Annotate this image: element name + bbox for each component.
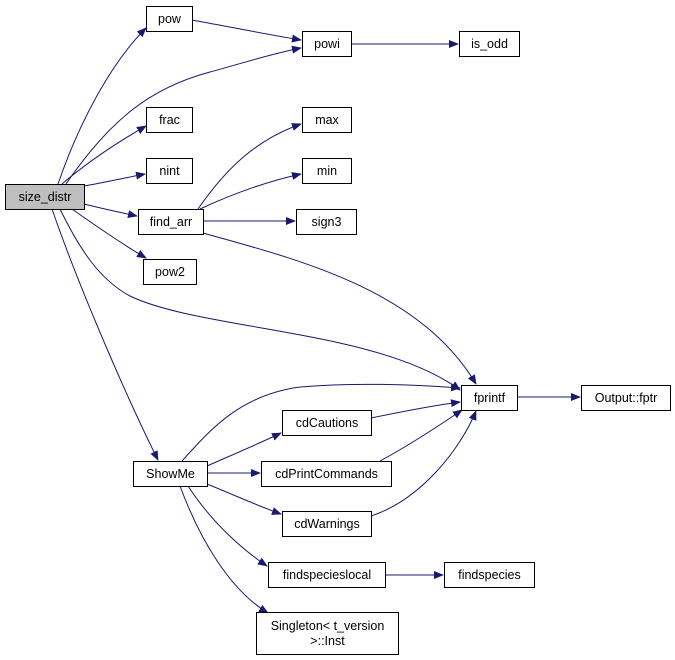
edge-ShowMe-to-cdWarnings — [206, 483, 282, 515]
edge-size_distr-to-find_arr — [83, 203, 138, 219]
node-label: fprintf — [474, 391, 506, 405]
edge-ShowMe-to-findspecieslocal — [187, 485, 268, 567]
node-output-fptr[interactable]: Output::fptr — [581, 385, 671, 411]
node-label: min — [317, 164, 337, 178]
node-sign3[interactable]: sign3 — [296, 209, 357, 235]
node-box[interactable] — [268, 562, 386, 588]
node-label: pow2 — [155, 265, 185, 279]
node-label: pow — [158, 12, 182, 26]
node-box[interactable] — [302, 158, 352, 184]
node-box[interactable] — [282, 511, 372, 537]
edge-size_distr-to-powi — [65, 45, 302, 185]
node-box[interactable] — [261, 461, 392, 487]
node-pow2[interactable]: pow2 — [143, 259, 197, 285]
edges-layer — [51, 19, 581, 614]
node-frac[interactable]: frac — [146, 107, 193, 133]
node-label: frac — [159, 113, 180, 127]
edge-size_distr-to-pow — [57, 27, 147, 185]
node-fprintf[interactable]: fprintf — [461, 385, 518, 411]
edge-size_distr-to-frac — [61, 125, 147, 185]
node-box[interactable] — [444, 562, 535, 588]
node-label: max — [315, 113, 339, 127]
edge-find_arr-to-min — [199, 172, 302, 210]
node-box[interactable] — [138, 209, 204, 235]
node-pow[interactable]: pow — [146, 6, 193, 32]
edge-size_distr-to-pow2 — [71, 208, 147, 259]
node-label: is_odd — [471, 37, 508, 51]
node-label: ShowMe — [146, 467, 195, 481]
edge-ShowMe-to-fprintf — [181, 383, 461, 462]
node-max[interactable]: max — [302, 107, 352, 133]
node-box[interactable] — [146, 107, 193, 133]
node-findspecies[interactable]: findspecies — [444, 562, 535, 588]
node-label: cdPrintCommands — [275, 467, 378, 481]
edge-pow-to-powi — [191, 19, 302, 43]
node-label: findspecies — [458, 568, 521, 582]
node-box[interactable] — [461, 385, 518, 411]
edge-size_distr-to-ShowMe — [51, 208, 159, 461]
edge-size_distr-to-fprintf — [59, 208, 461, 391]
node-label: sign3 — [312, 215, 342, 229]
node-cdWarnings[interactable]: cdWarnings — [282, 511, 372, 537]
node-box[interactable] — [146, 158, 193, 184]
node-find-arr[interactable]: find_arr — [138, 209, 204, 235]
node-box[interactable] — [256, 612, 399, 655]
edge-ShowMe-to-cdCautions — [206, 432, 282, 467]
node-box[interactable] — [146, 6, 193, 32]
node-box[interactable] — [459, 31, 520, 57]
node-box[interactable] — [5, 184, 85, 210]
node-powi[interactable]: powi — [302, 31, 352, 57]
node-label: cdWarnings — [294, 517, 360, 531]
edge-cdWarnings-to-fprintf — [370, 410, 477, 517]
node-box[interactable] — [133, 461, 208, 487]
node-box[interactable] — [282, 410, 372, 436]
edge-cdCautions-to-fprintf — [370, 399, 461, 419]
node-label: findspecieslocal — [283, 568, 371, 582]
node-label: powi — [314, 37, 340, 51]
node-singleton-inst[interactable]: Singleton< t_version>::Inst — [256, 612, 399, 655]
node-size-distr[interactable]: size_distr — [5, 184, 85, 210]
node-nint[interactable]: nint — [146, 158, 193, 184]
node-cdCautions[interactable]: cdCautions — [282, 410, 372, 436]
node-label: Singleton< t_version>::Inst — [271, 619, 385, 648]
node-box[interactable] — [302, 107, 352, 133]
node-box[interactable] — [143, 259, 197, 285]
edge-size_distr-to-nint — [83, 171, 146, 187]
node-label: size_distr — [19, 190, 72, 204]
node-box[interactable] — [581, 385, 671, 411]
node-label: nint — [159, 164, 180, 178]
node-box[interactable] — [296, 209, 357, 235]
node-label: find_arr — [150, 215, 192, 229]
node-box[interactable] — [302, 31, 352, 57]
edge-find_arr-to-fprintf — [202, 232, 477, 385]
node-min[interactable]: min — [302, 158, 352, 184]
edge-ShowMe-to-singleton_inst — [179, 485, 269, 614]
node-cdPrintCommands[interactable]: cdPrintCommands — [261, 461, 392, 487]
node-findspecieslocal[interactable]: findspecieslocal — [268, 562, 386, 588]
edge-find_arr-to-max — [197, 123, 302, 210]
node-label: cdCautions — [296, 416, 359, 430]
edge-cdPrintCommands-to-fprintf — [379, 409, 463, 462]
node-is-odd[interactable]: is_odd — [459, 31, 520, 57]
node-label: Output::fptr — [595, 391, 658, 405]
node-ShowMe[interactable]: ShowMe — [133, 461, 208, 487]
